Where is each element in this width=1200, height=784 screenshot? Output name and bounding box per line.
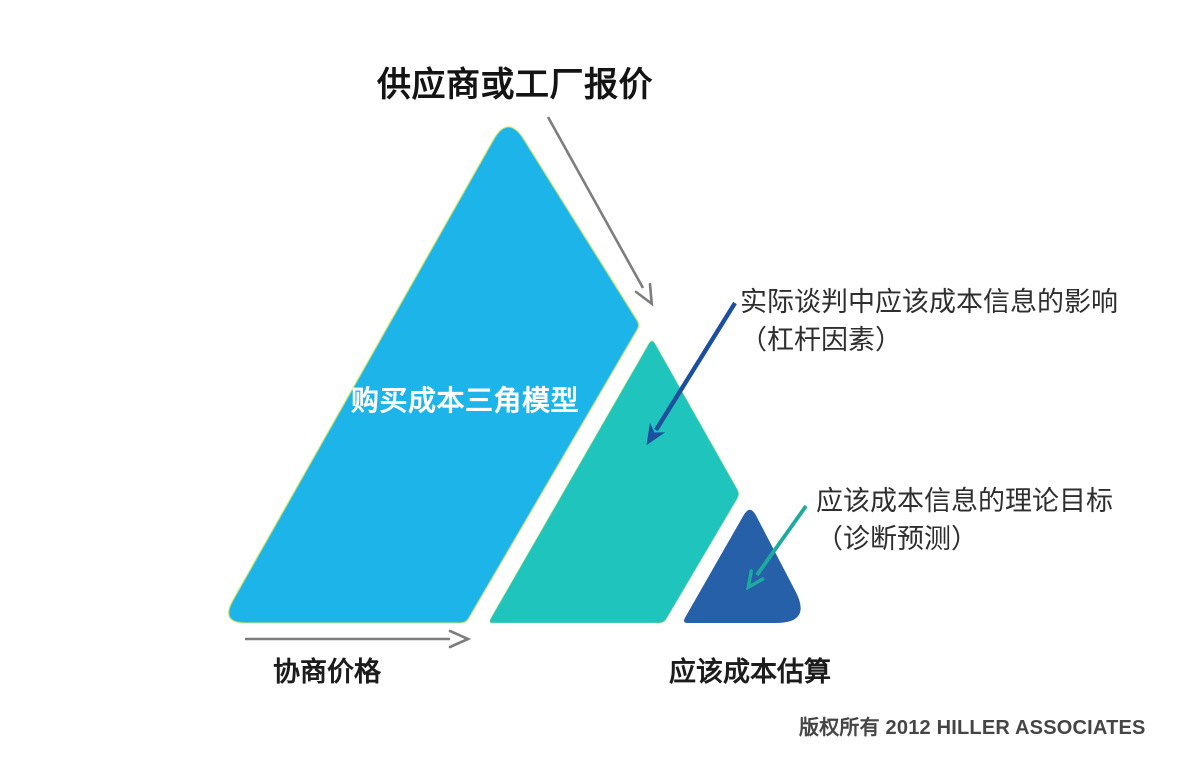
title-direction-arrow (546, 116, 654, 307)
main-triangle-shape (227, 126, 640, 624)
annotation-theoretical-target-line1: 应该成本信息的理论目标 (816, 486, 1113, 516)
negotiation-impact-arrow (646, 301, 737, 446)
should-cost-estimate-label: 应该成本估算 (669, 657, 831, 687)
negotiated-price-label: 协商价格 (273, 657, 381, 687)
small-triangle-shape (684, 509, 801, 623)
annotation-theoretical-target-line2: （诊断预测） (816, 524, 978, 554)
annotation-negotiation-impact-line1: 实际谈判中应该成本信息的影响 (740, 287, 1118, 317)
copyright-text: 版权所有 2012 HILLER ASSOCIATES (799, 717, 1146, 739)
middle-triangle-shape (489, 340, 740, 624)
annotation-negotiation-impact: 实际谈判中应该成本信息的影响 （杠杆因素） (740, 283, 1118, 359)
annotation-negotiation-impact-line2: （杠杆因素） (740, 325, 902, 355)
main-triangle-label: 购买成本三角模型 (351, 385, 580, 416)
theoretical-target-arrow (745, 504, 808, 591)
annotation-theoretical-target: 应该成本信息的理论目标 （诊断预测） (816, 482, 1113, 558)
page-title: 供应商或工厂报价 (377, 66, 653, 104)
